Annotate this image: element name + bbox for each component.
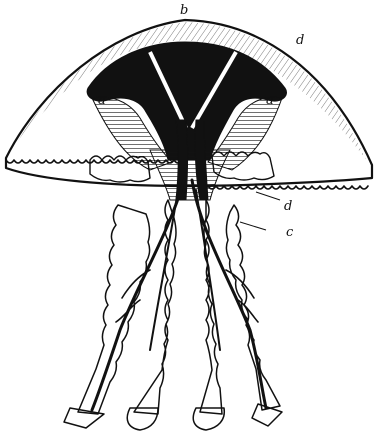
leader-lines: [240, 192, 280, 230]
label-d-mid: d: [284, 199, 292, 214]
canals: [92, 180, 266, 410]
label-c: c: [286, 225, 294, 240]
label-a-right: a: [266, 93, 274, 108]
label-a-left: a: [98, 93, 106, 108]
label-d-top: d: [296, 33, 304, 48]
label-b: b: [180, 3, 188, 18]
